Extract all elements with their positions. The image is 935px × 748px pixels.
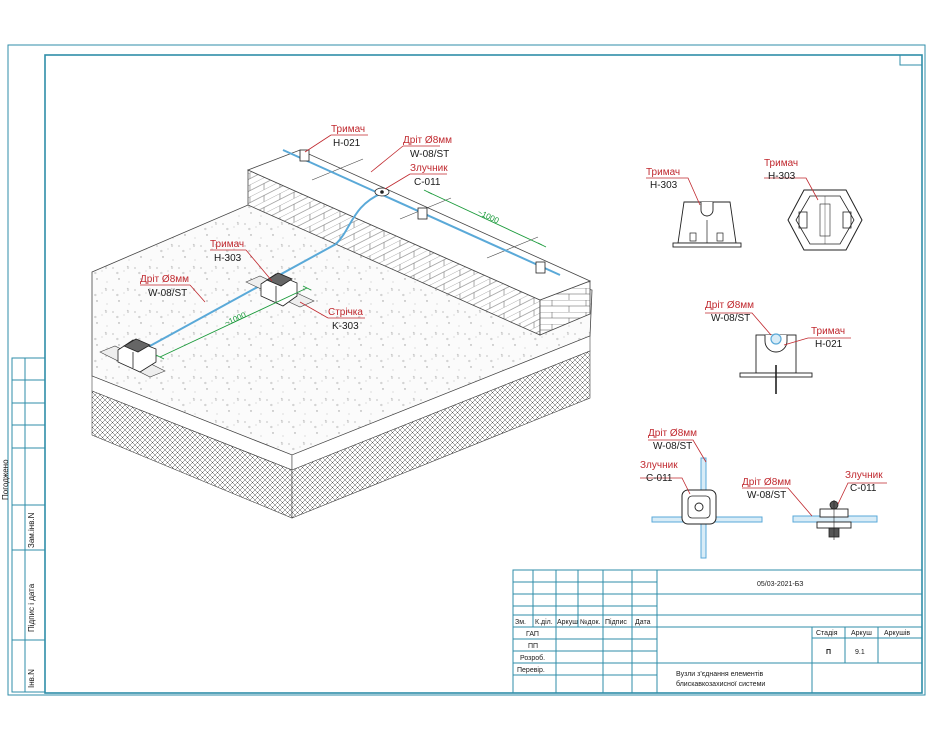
roof-isometric: ~1000 ~1000 Тримач H-021 Дріт Ø8мм W-08/… [91, 124, 593, 519]
slab-right-face [291, 350, 591, 519]
title-block [512, 569, 923, 694]
lbl-wire-conn: Дріт Ø8мм [742, 477, 791, 488]
role-3: Перевір. [517, 666, 545, 674]
code-h021-top: H-021 [333, 138, 361, 149]
hdr-5: Дата [635, 619, 651, 626]
detail-h303-side [646, 177, 742, 248]
code-wire-top: W-08/ST [410, 149, 449, 160]
sheet-label: Аркуш [851, 630, 872, 637]
lbl-h021-det: Тримач [811, 326, 845, 337]
hdr-3: №док. [580, 619, 601, 626]
lbl-c011-cross: Злучник [640, 460, 678, 471]
lbl-h303-left: Тримач [210, 239, 244, 250]
code-h303-left: H-303 [214, 253, 242, 264]
title-line-1: Вузли з'єднання елементів [676, 670, 764, 678]
stage-value: П [826, 649, 831, 656]
corner-mark [899, 55, 922, 66]
hdr-0: Зм. [515, 619, 526, 626]
doc-code: 05/03-2021-БЗ [757, 581, 804, 588]
side-agreed: Погоджено [1, 459, 10, 500]
wire-roof [127, 243, 337, 359]
code-h303-plan: H-303 [768, 171, 796, 182]
detail-c011-cross [640, 439, 763, 559]
role-2: Розроб. [520, 654, 545, 662]
role-0: ГАП [526, 631, 539, 638]
lbl-h021-top: Тримач [331, 124, 365, 135]
hdr-4: Підпис [605, 618, 627, 626]
connector-c011 [374, 187, 390, 197]
detail-h303-plan [764, 177, 863, 251]
hdr-2: Аркуш [557, 619, 578, 626]
sheet-value: 9.1 [855, 649, 865, 656]
side-inv-no: Інв.N [27, 669, 36, 688]
lbl-h303-side: Тримач [646, 167, 680, 178]
parapet-coping [246, 149, 592, 301]
title-line-2: блискавкозахисної системи [676, 680, 765, 688]
stage-label: Стадія [816, 629, 838, 637]
holder-h021 [299, 149, 546, 274]
dim-parapet-label: ~1000 [476, 208, 501, 226]
code-c011-cross: C-011 [646, 473, 673, 484]
code-wire-conn: W-08/ST [747, 490, 786, 501]
lbl-c011-conn: Злучник [845, 470, 883, 481]
detail-c011-side [742, 482, 887, 540]
code-c011-conn: C-011 [850, 483, 877, 494]
code-h303-side: H-303 [650, 180, 678, 191]
lbl-tape: Стрічка [328, 307, 363, 318]
code-wire-cross: W-08/ST [653, 441, 692, 452]
code-tape: K-303 [332, 321, 359, 332]
code-c011-top: C-011 [414, 177, 441, 188]
lbl-c011-top: Злучник [410, 163, 448, 174]
lbl-h303-plan: Тримач [764, 158, 798, 169]
side-replaced-inv: Зам.інв.N [27, 512, 36, 548]
detail-h021 [705, 312, 851, 394]
holder-h303-b [260, 272, 298, 307]
lbl-wire-h021: Дріт Ø8мм [705, 300, 754, 311]
sheets-label: Аркушів [884, 629, 910, 637]
lbl-wire-cross: Дріт Ø8мм [648, 428, 697, 439]
lbl-wire-left: Дріт Ø8мм [140, 274, 189, 285]
holder-h303-a [117, 338, 157, 373]
code-h021-det: H-021 [815, 339, 843, 350]
hdr-1: К.діл. [535, 618, 553, 626]
side-sign-date: Підпис і дата [27, 583, 36, 632]
lbl-wire-top: Дріт Ø8мм [403, 135, 452, 146]
role-1: ПП [528, 643, 538, 650]
side-stamp [11, 357, 46, 693]
code-wire-h021: W-08/ST [711, 313, 750, 324]
iso-leaders [140, 134, 447, 319]
outer-frame [7, 44, 926, 696]
code-wire-left: W-08/ST [148, 288, 187, 299]
